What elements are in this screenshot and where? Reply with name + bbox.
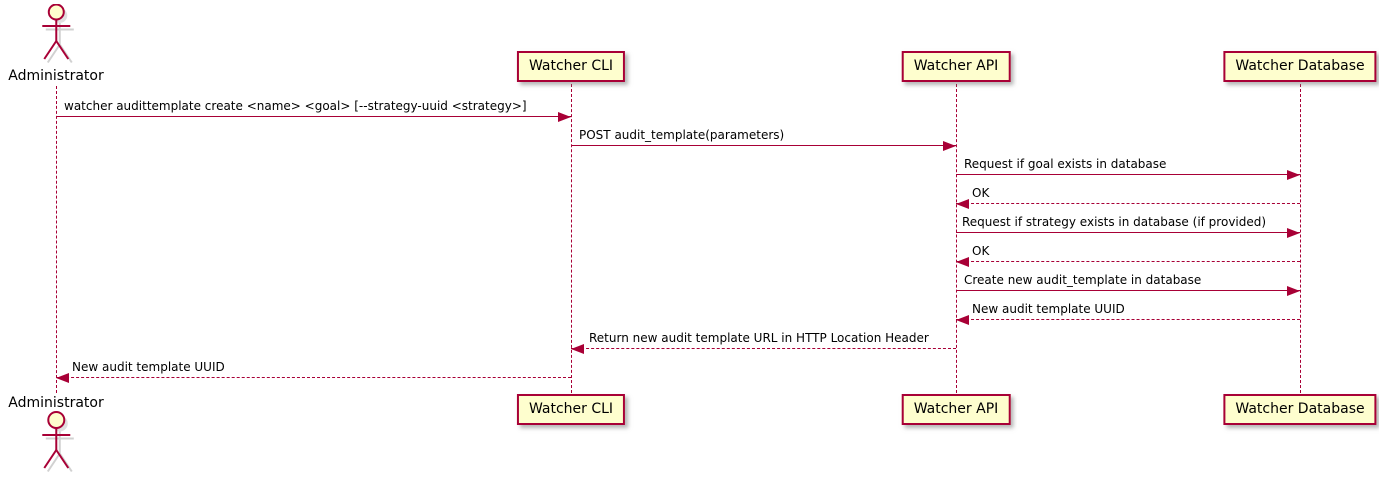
message-label: Create new audit_template in database <box>964 273 1202 287</box>
message-label: POST audit_template(parameters) <box>579 128 785 142</box>
arrowhead-left-icon <box>56 373 69 383</box>
message-ok-strategy: OK <box>956 242 1300 267</box>
arrowhead-left-icon <box>571 344 584 354</box>
arrowhead-right-icon <box>1287 286 1300 296</box>
message-label: OK <box>972 244 990 258</box>
message-line <box>956 290 1300 291</box>
participant-box-watcher-cli-bottom: Watcher CLI <box>516 394 626 425</box>
arrowhead-left-icon <box>956 257 969 267</box>
arrowhead-left-icon <box>956 199 969 209</box>
message-line <box>571 348 956 349</box>
message-line <box>956 174 1300 175</box>
lifeline-watcher-api <box>956 84 957 393</box>
lifeline-watcher-database <box>1300 84 1301 393</box>
arrowhead-right-icon <box>1287 228 1300 238</box>
message-post-audit-template: POST audit_template(parameters) <box>571 126 956 151</box>
message-line <box>956 319 1300 320</box>
message-ok-goal: OK <box>956 184 1300 209</box>
message-label: OK <box>972 186 990 200</box>
actor-administrator-top: Administrator <box>8 3 104 84</box>
lifeline-watcher-cli <box>571 84 572 393</box>
actor-icon <box>42 3 74 64</box>
message-return-url-location-header: Return new audit template URL in HTTP Lo… <box>571 329 956 354</box>
actor-label: Administrator <box>8 395 104 411</box>
participant-box-watcher-cli-top: Watcher CLI <box>516 51 626 82</box>
message-request-goal-exists: Request if goal exists in database <box>956 155 1300 180</box>
arrowhead-left-icon <box>956 315 969 325</box>
message-line <box>956 261 1300 262</box>
message-new-audit-template-uuid-cli: New audit template UUID <box>56 358 571 383</box>
participant-box-watcher-database-bottom: Watcher Database <box>1223 394 1377 425</box>
message-label: watcher audittemplate create <name> <goa… <box>64 99 527 113</box>
message-new-audit-template-uuid-db: New audit template UUID <box>956 300 1300 325</box>
arrowhead-right-icon <box>558 112 571 122</box>
message-label: Request if goal exists in database <box>964 157 1167 171</box>
message-create-audittemplate: watcher audittemplate create <name> <goa… <box>56 97 571 122</box>
message-line <box>56 116 571 117</box>
message-line <box>571 145 956 146</box>
arrowhead-right-icon <box>943 141 956 151</box>
message-label: New audit template UUID <box>72 360 225 374</box>
message-create-audit-template-db: Create new audit_template in database <box>956 271 1300 296</box>
arrowhead-right-icon <box>1287 170 1300 180</box>
participant-box-watcher-api-bottom: Watcher API <box>901 394 1011 425</box>
message-label: Return new audit template URL in HTTP Lo… <box>589 331 929 345</box>
message-line <box>956 203 1300 204</box>
actor-administrator-bottom: Administrator <box>8 395 104 477</box>
message-line <box>956 232 1300 233</box>
actor-label: Administrator <box>8 68 104 84</box>
lifeline-administrator <box>56 86 57 393</box>
message-request-strategy-exists: Request if strategy exists in database (… <box>956 213 1300 238</box>
message-label: Request if strategy exists in database (… <box>962 215 1267 229</box>
participant-box-watcher-database-top: Watcher Database <box>1223 51 1377 82</box>
participant-box-watcher-api-top: Watcher API <box>901 51 1011 82</box>
message-label: New audit template UUID <box>972 302 1125 316</box>
message-line <box>56 377 571 378</box>
actor-icon <box>42 411 74 473</box>
